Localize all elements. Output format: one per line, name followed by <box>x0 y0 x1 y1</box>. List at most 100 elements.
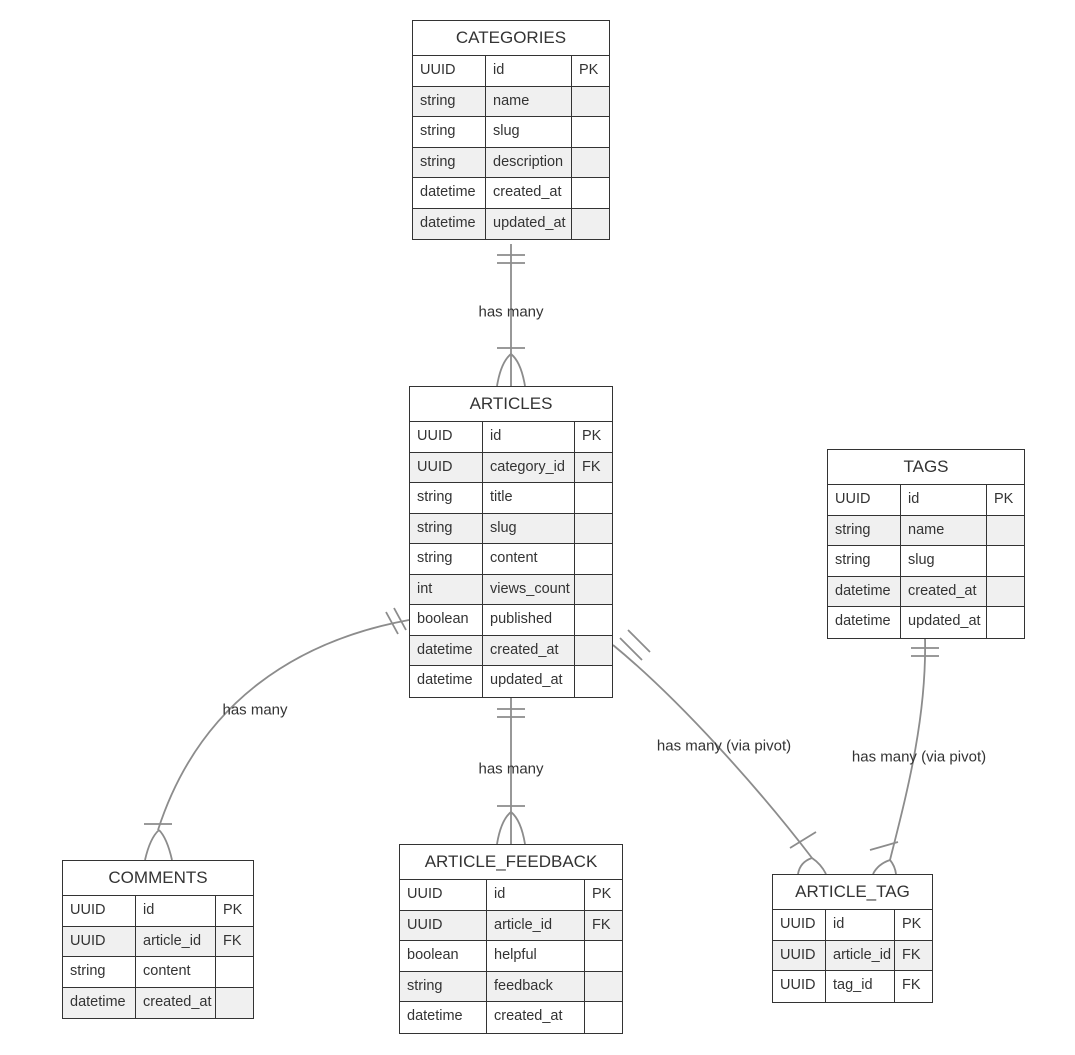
attribute-type: UUID <box>773 971 826 1002</box>
attribute-name: category_id <box>483 452 575 482</box>
attribute-type: string <box>413 147 486 177</box>
attribute-name: created_at <box>483 635 575 665</box>
attribute-name: id <box>483 422 575 452</box>
attribute-type: UUID <box>413 56 486 86</box>
attribute-type: UUID <box>773 910 826 940</box>
attribute-key-badge <box>216 988 253 1019</box>
attribute-type: datetime <box>410 666 483 697</box>
attribute-type: UUID <box>410 422 483 452</box>
attribute-name: tag_id <box>826 971 895 1002</box>
relationship-label: has many <box>222 701 288 719</box>
attribute-name: feedback <box>487 971 585 1001</box>
attribute-type: string <box>63 957 136 987</box>
attribute-type: datetime <box>410 635 483 665</box>
attribute-type: boolean <box>400 941 487 971</box>
attribute-key-badge <box>987 577 1024 607</box>
attribute-name: created_at <box>901 576 987 606</box>
attribute-name: id <box>901 485 987 515</box>
attribute-type: string <box>828 546 901 576</box>
attribute-name: created_at <box>487 1002 585 1033</box>
entity-title-article-feedback: ARTICLE_FEEDBACK <box>400 845 622 880</box>
attribute-key-badge: PK <box>223 902 243 918</box>
attribute-key-badge: PK <box>582 428 602 444</box>
attribute-key-badge: FK <box>223 932 242 949</box>
relationship-label: has many (via pivot) <box>851 748 987 766</box>
attribute-type: string <box>410 513 483 543</box>
attribute-type: string <box>828 515 901 545</box>
attribute-type: UUID <box>828 485 901 515</box>
attribute-name: description <box>486 147 572 177</box>
attribute-type: UUID <box>410 452 483 482</box>
attribute-key-badge <box>575 483 612 513</box>
attribute-type: datetime <box>413 178 486 208</box>
attribute-key-badge: FK <box>902 977 921 993</box>
entity-title-tags: TAGS <box>828 450 1024 485</box>
attribute-key-badge <box>575 544 612 574</box>
attribute-key-badge <box>575 514 612 544</box>
attribute-key-badge: FK <box>592 916 611 933</box>
attribute-key-badge: PK <box>994 491 1014 507</box>
attribute-type: string <box>413 117 486 147</box>
attribute-name: id <box>487 880 585 910</box>
attribute-name: published <box>483 605 575 635</box>
attribute-name: article_id <box>487 910 585 940</box>
attribute-type: string <box>410 483 483 513</box>
attribute-name: slug <box>901 546 987 576</box>
attribute-key-badge <box>575 575 612 605</box>
attribute-type: UUID <box>63 926 136 956</box>
attribute-name: content <box>483 544 575 574</box>
attribute-key-badge: PK <box>902 916 922 932</box>
relationship-label: has many (via pivot) <box>656 737 792 755</box>
attribute-name: updated_at <box>901 607 987 638</box>
attribute-type: datetime <box>828 576 901 606</box>
attribute-key-badge: FK <box>582 458 601 475</box>
attribute-name: id <box>826 910 895 940</box>
attribute-name: created_at <box>136 987 216 1018</box>
attribute-name: content <box>136 957 216 987</box>
attribute-type: UUID <box>400 910 487 940</box>
attribute-name: helpful <box>487 941 585 971</box>
attribute-key-badge <box>575 666 612 697</box>
attribute-key-badge <box>572 87 609 117</box>
attribute-name: id <box>486 56 572 86</box>
attribute-key-badge <box>987 516 1024 546</box>
